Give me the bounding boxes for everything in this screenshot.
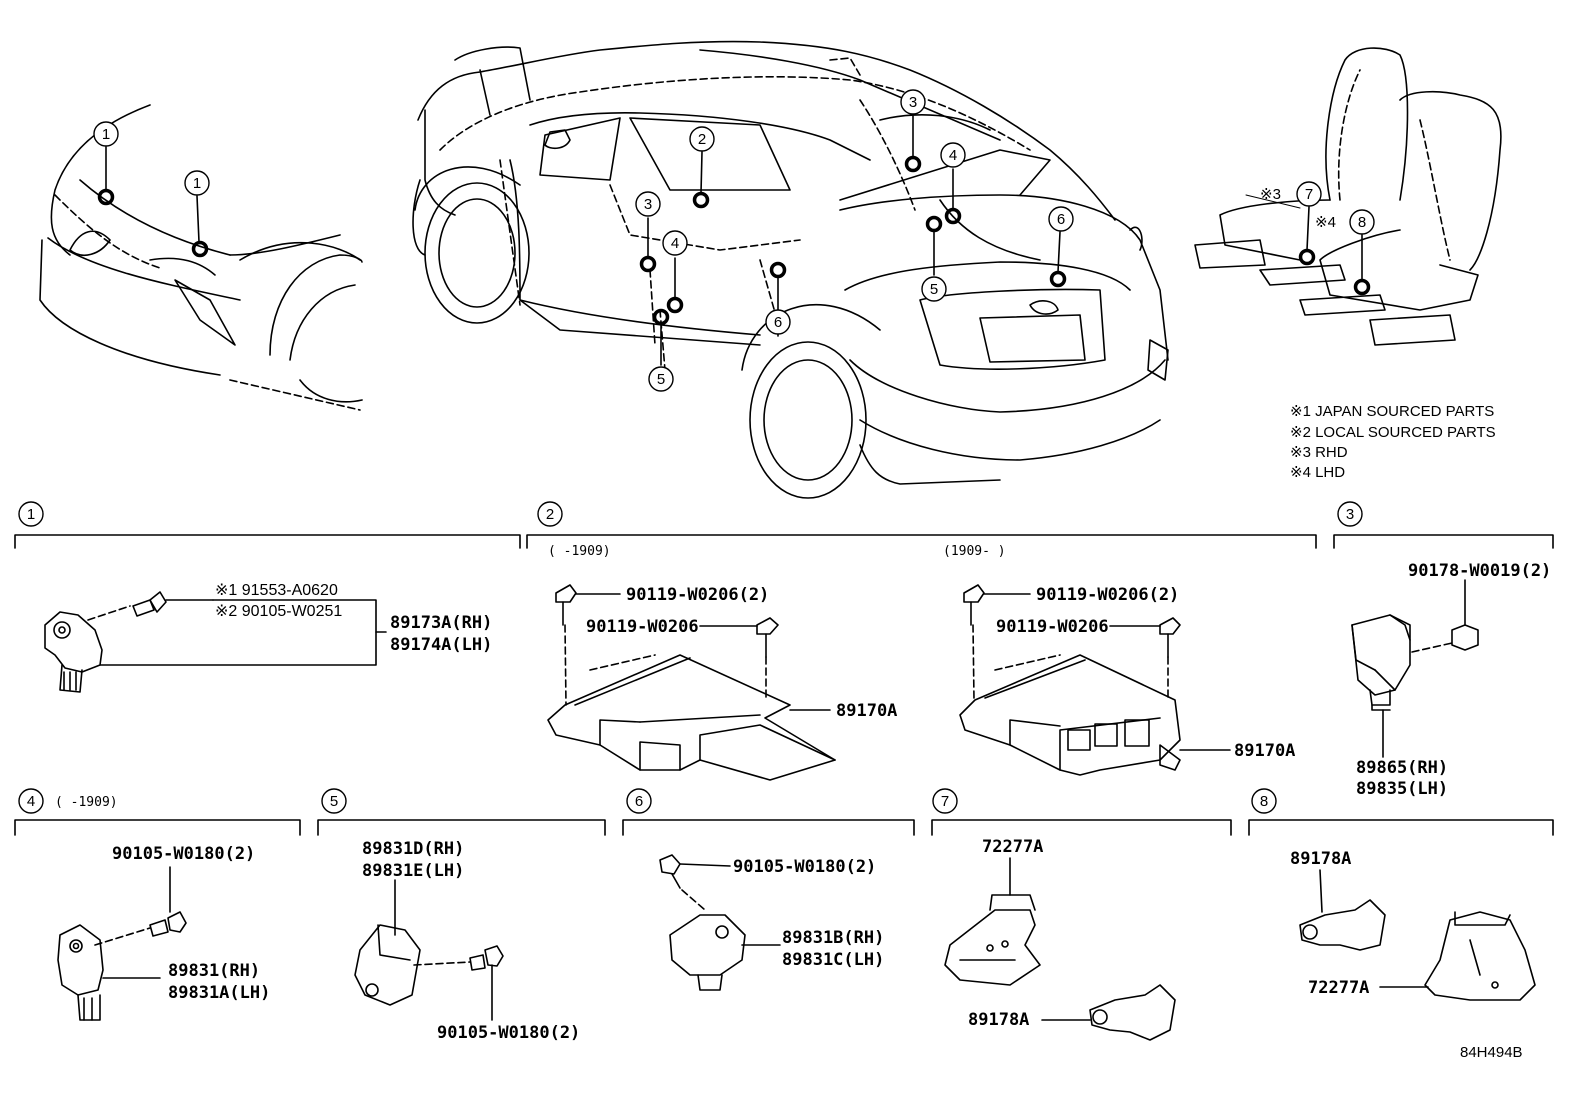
- section-6-drawing: [659, 854, 781, 991]
- section-2-left-drawing: [547, 584, 836, 781]
- callout-car-6a: 6: [1057, 211, 1065, 228]
- section-7-drawing: [944, 857, 1176, 1041]
- s2-right-date: (1909- ): [943, 544, 1006, 559]
- callout-car-5b: 5: [657, 371, 665, 388]
- section-3-drawing: [1351, 579, 1479, 758]
- s6-bolt: 90105-W0180(2): [733, 857, 876, 877]
- s2-right-bolt-2: 90119-W0206(2): [1036, 585, 1179, 605]
- s3-part-lh: 89835(LH): [1356, 779, 1448, 799]
- s7-sensor: 89178A: [968, 1010, 1029, 1030]
- s4-bolt: 90105-W0180(2): [112, 844, 255, 864]
- s5-part-lh: 89831E(LH): [362, 861, 464, 881]
- section-8-drawing: [1299, 869, 1536, 1001]
- legend-item-2: ※2 LOCAL SOURCED PARTS: [1290, 424, 1496, 441]
- s4-part-lh: 89831A(LH): [168, 983, 270, 1003]
- s8-sensor: 89178A: [1290, 849, 1351, 869]
- section-5-drawing: [354, 879, 504, 1021]
- callout-car-2: 2: [698, 131, 706, 148]
- figure-id: 84H494B: [1460, 1044, 1523, 1061]
- callout-car-4a: 4: [949, 147, 957, 164]
- section-2-number: 2: [546, 506, 554, 523]
- callout-front-1a: 1: [102, 126, 110, 143]
- s1-part-rh: 89173A(RH): [390, 613, 492, 633]
- callout-car-3a: 3: [909, 94, 917, 111]
- front-bumper-view: [39, 104, 363, 411]
- s1-part-lh: 89174A(LH): [390, 635, 492, 655]
- seat-mark-lhd: ※4: [1315, 214, 1336, 231]
- section-6-number: 6: [635, 793, 643, 810]
- s1-note-local: ※2 90105-W0251: [215, 603, 342, 620]
- s6-part-rh: 89831B(RH): [782, 928, 884, 948]
- callout-car-6b: 6: [774, 314, 782, 331]
- seat-mark-rhd: ※3: [1260, 186, 1281, 203]
- callout-seat-7: 7: [1305, 186, 1313, 203]
- callout-car-4b: 4: [671, 235, 679, 252]
- s1-note-japan: ※1 91553-A0620: [215, 582, 338, 599]
- s2-right-part: 89170A: [1234, 741, 1295, 761]
- s2-left-bolt: 90119-W0206: [586, 617, 699, 637]
- s2-left-bolt-2: 90119-W0206(2): [626, 585, 769, 605]
- legend-item-1: ※1 JAPAN SOURCED PARTS: [1290, 403, 1494, 420]
- s2-left-part: 89170A: [836, 701, 897, 721]
- s6-part-lh: 89831C(LH): [782, 950, 884, 970]
- s4-date: ( -1909): [55, 795, 118, 810]
- section-brackets: [14, 534, 1554, 836]
- callout-seat-8: 8: [1358, 214, 1366, 231]
- s5-part-rh: 89831D(RH): [362, 839, 464, 859]
- legend-item-4: ※4 LHD: [1290, 464, 1345, 481]
- section-4-drawing: [57, 866, 187, 1021]
- s4-part-rh: 89831(RH): [168, 961, 260, 981]
- callout-car-3b: 3: [644, 196, 652, 213]
- section-4-number: 4: [27, 793, 35, 810]
- legend: ※1 JAPAN SOURCED PARTS ※2 LOCAL SOURCED …: [1290, 403, 1496, 481]
- section-2-right-drawing: [959, 584, 1231, 776]
- vehicle-rear-view: [412, 40, 1169, 499]
- section-3-number: 3: [1346, 506, 1354, 523]
- s7-bracket: 72277A: [982, 837, 1043, 857]
- section-7-number: 7: [941, 793, 949, 810]
- s2-right-bolt: 90119-W0206: [996, 617, 1109, 637]
- callout-car-5a: 5: [930, 281, 938, 298]
- s8-bracket: 72277A: [1308, 978, 1369, 998]
- section-1-number: 1: [27, 506, 35, 523]
- callout-front-1b: 1: [193, 175, 201, 192]
- section-8-number: 8: [1260, 793, 1268, 810]
- section-5-number: 5: [330, 793, 338, 810]
- s3-part-rh: 89865(RH): [1356, 758, 1448, 778]
- s2-left-date: ( -1909): [548, 544, 611, 559]
- s5-bolt: 90105-W0180(2): [437, 1023, 580, 1043]
- seat-view: [1194, 47, 1502, 346]
- s3-nut: 90178-W0019(2): [1408, 561, 1551, 581]
- section-1-drawing: [44, 591, 387, 693]
- legend-item-3: ※3 RHD: [1290, 444, 1348, 461]
